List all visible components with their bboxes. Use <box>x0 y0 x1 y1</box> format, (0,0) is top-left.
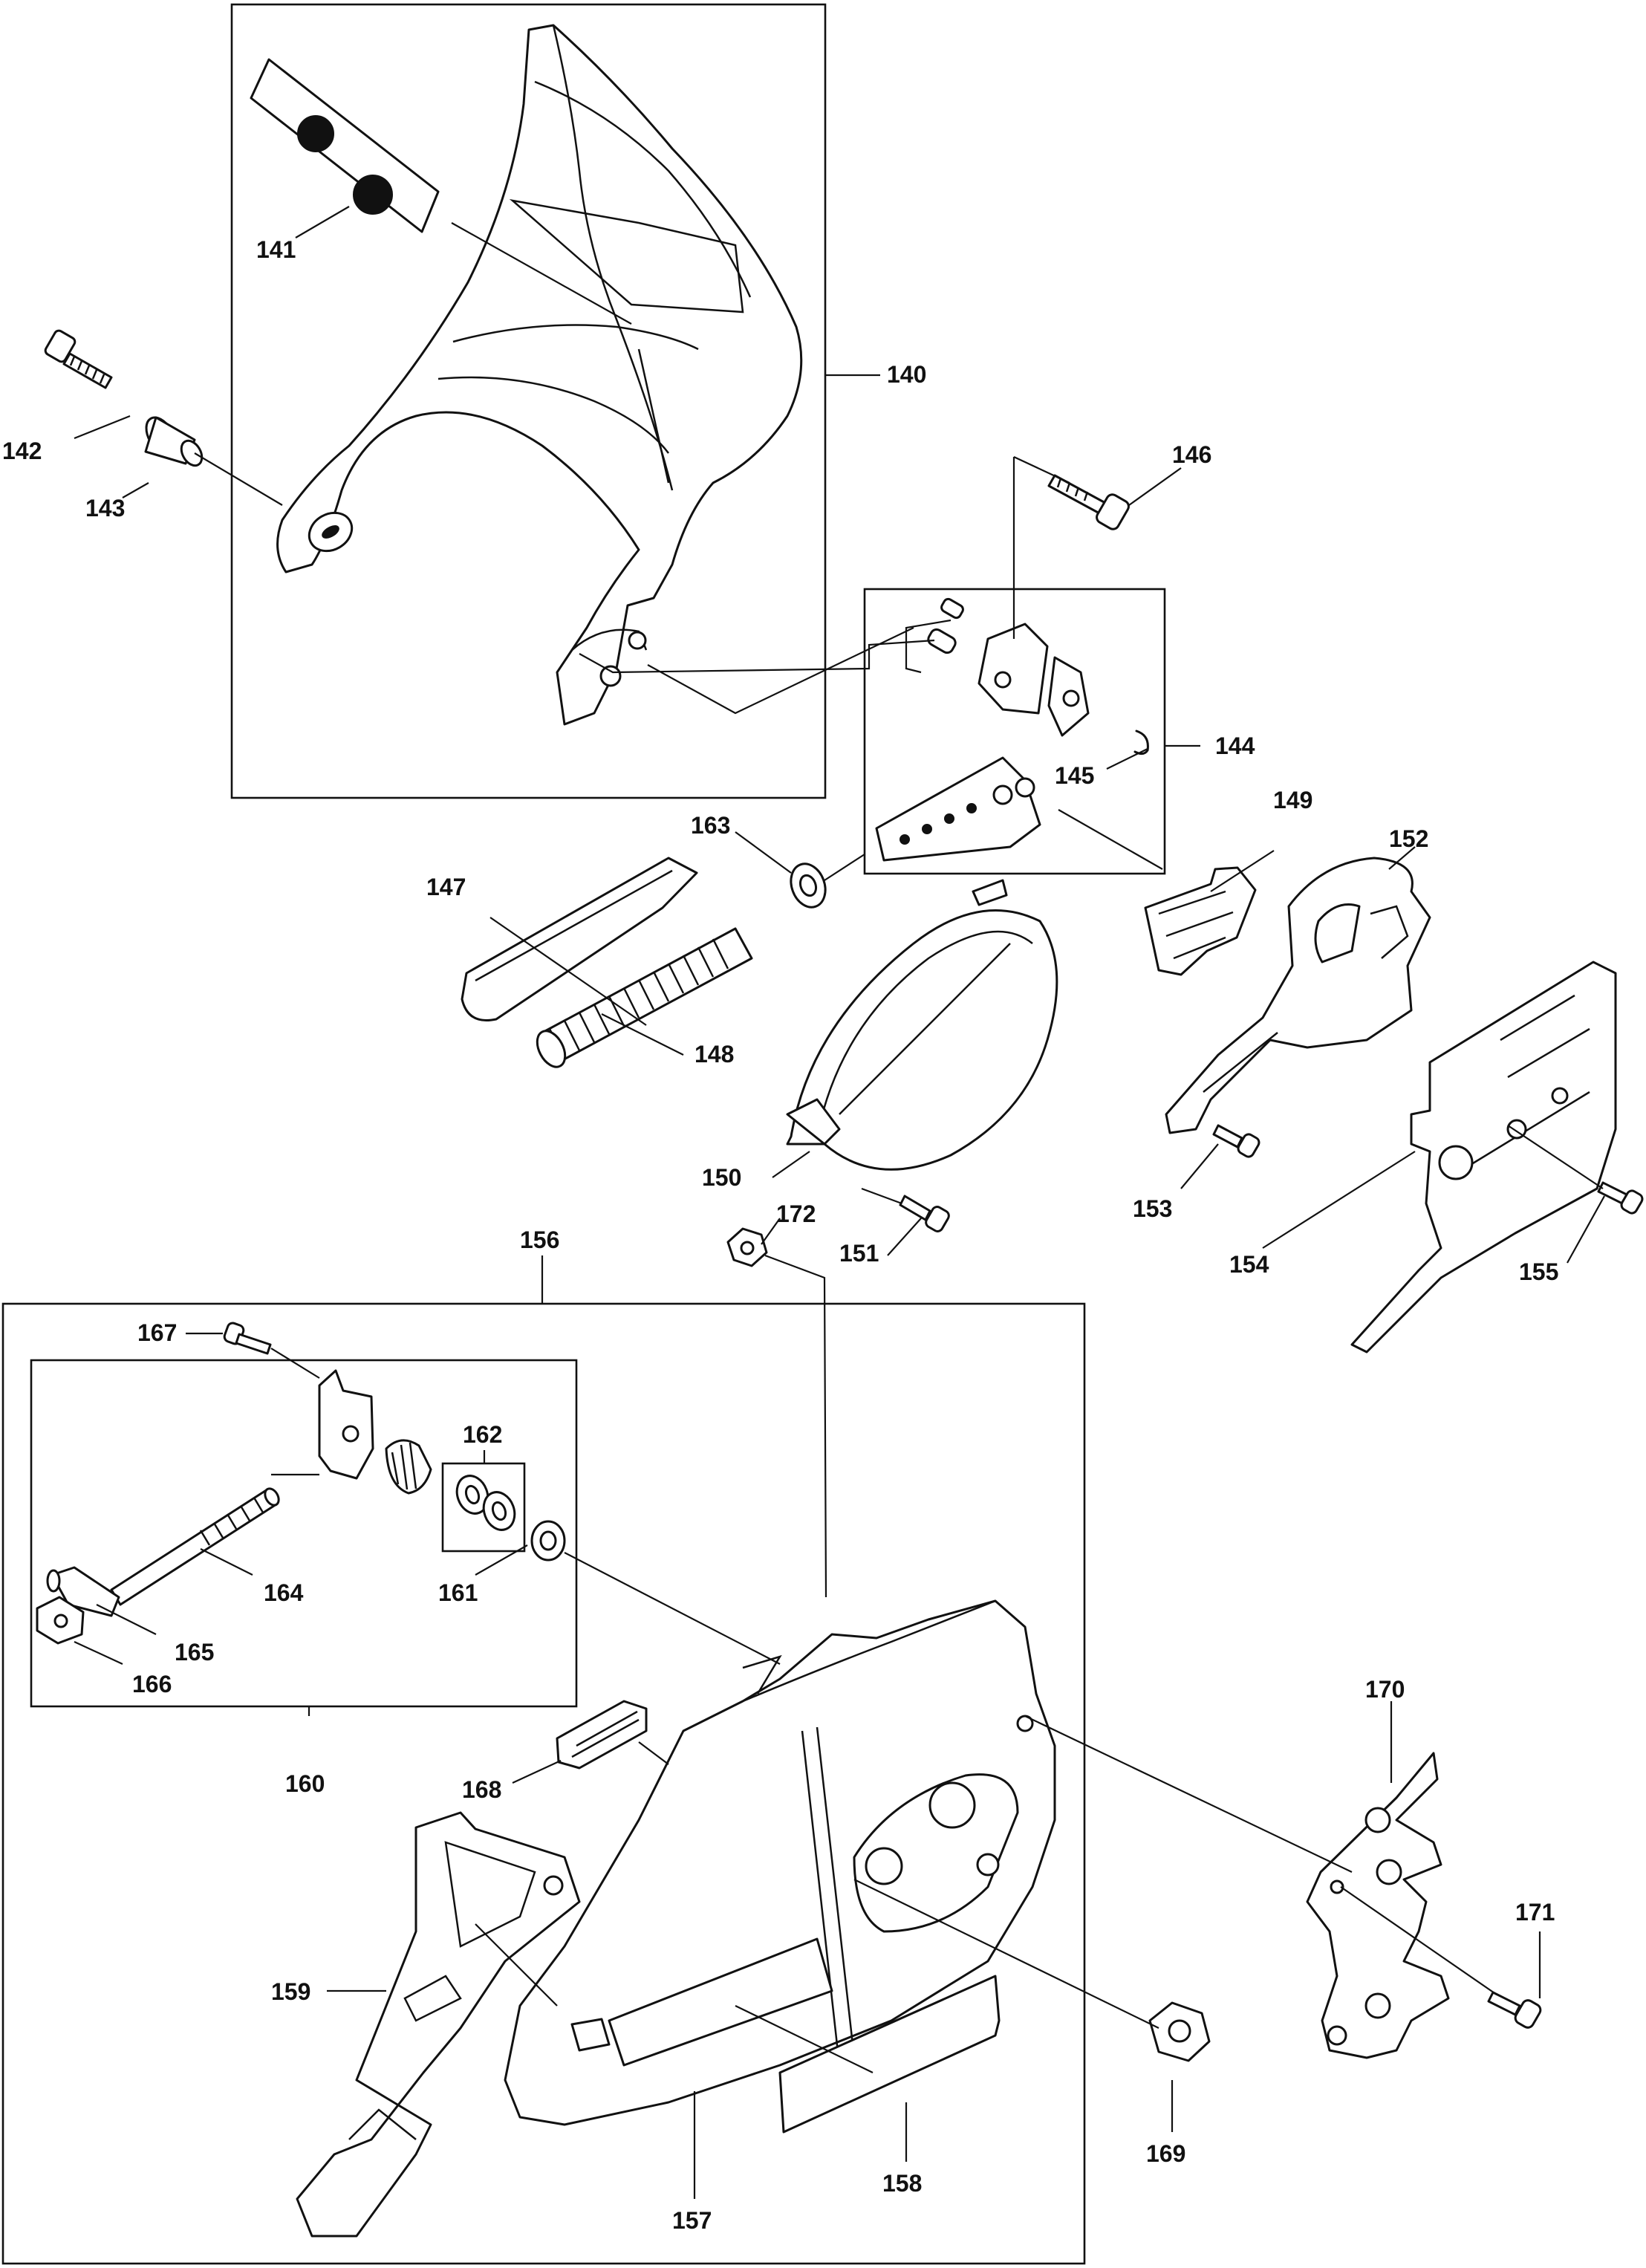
callout-142: 142 <box>2 438 42 464</box>
washer-pair-162 <box>455 1475 516 1531</box>
callout-149: 149 <box>1273 787 1312 813</box>
group-box-140 <box>230 3 827 799</box>
screw-153 <box>1212 1124 1260 1158</box>
side-plate-154 <box>1350 961 1617 1354</box>
brake-lever-159 <box>296 1811 581 2238</box>
callout-145: 145 <box>1055 762 1094 789</box>
bolt-142 <box>44 329 113 389</box>
sprocket-cover-157 <box>504 1599 1056 2126</box>
callout-144: 144 <box>1215 732 1255 759</box>
callout-141: 141 <box>256 236 296 263</box>
sprocket-cover-152 <box>1165 857 1431 1134</box>
callout-164: 164 <box>264 1579 304 1606</box>
screw-151 <box>899 1195 950 1232</box>
callout-171: 171 <box>1515 1899 1555 1926</box>
callout-162: 162 <box>463 1421 502 1448</box>
group-box-160 <box>30 1359 578 1708</box>
front-hand-guard-140 <box>276 24 803 726</box>
bolt-146 <box>1047 474 1130 530</box>
callout-158: 158 <box>882 2170 922 2197</box>
callout-151: 151 <box>839 1240 879 1267</box>
callout-163: 163 <box>691 812 730 839</box>
group-box-156 <box>1 1302 1086 2265</box>
washer-163 <box>790 862 827 909</box>
clip-168 <box>556 1700 648 1770</box>
chain-tensioner-bracket <box>318 1369 374 1480</box>
callout-160: 160 <box>285 1770 325 1797</box>
callout-157: 157 <box>672 2207 712 2234</box>
tensioner-gear <box>385 1439 432 1495</box>
callout-161: 161 <box>438 1579 478 1606</box>
screw-171 <box>1487 1991 1542 2029</box>
adjuster-screw-164 <box>110 1487 280 1606</box>
callout-156: 156 <box>520 1226 559 1253</box>
leader-lines <box>74 206 1605 2199</box>
callout-150: 150 <box>702 1164 741 1191</box>
chain-brake-linkage-144 <box>875 597 1149 862</box>
callout-167: 167 <box>137 1319 177 1346</box>
nut-172 <box>726 1227 768 1267</box>
callout-155: 155 <box>1519 1258 1558 1285</box>
spring-148 <box>536 927 753 1068</box>
callout-165: 165 <box>175 1639 214 1666</box>
warning-decal-141 <box>250 58 440 233</box>
callout-140: 140 <box>887 361 926 388</box>
bar-nut-169 <box>1148 2001 1211 2062</box>
callout-labels: 140 141 142 143 144 145 146 147 148 149 … <box>2 236 1558 2234</box>
callout-154: 154 <box>1229 1251 1269 1278</box>
callout-147: 147 <box>426 874 466 900</box>
callout-143: 143 <box>85 495 125 521</box>
spike-bumper-170 <box>1306 1752 1450 2059</box>
cap-161 <box>530 1520 566 1562</box>
callout-172: 172 <box>776 1200 816 1227</box>
decal-158 <box>778 1975 1001 2134</box>
callout-146: 146 <box>1172 441 1211 468</box>
screw-155 <box>1597 1181 1644 1215</box>
callout-153: 153 <box>1133 1195 1172 1222</box>
callout-152: 152 <box>1389 825 1428 852</box>
callout-166: 166 <box>132 1671 172 1697</box>
callout-170: 170 <box>1365 1676 1405 1703</box>
brake-band-150 <box>786 879 1058 1171</box>
tensioner-nut-166 <box>36 1596 85 1645</box>
callout-168: 168 <box>462 1776 501 1803</box>
spring-cover-147 <box>461 857 698 1021</box>
callout-148: 148 <box>694 1041 734 1068</box>
felt-pad-149 <box>1144 866 1257 976</box>
spacer-bushing-143 <box>144 416 204 467</box>
callout-159: 159 <box>271 1978 310 2005</box>
callout-169: 169 <box>1146 2140 1185 2167</box>
screw-167 <box>223 1322 272 1355</box>
